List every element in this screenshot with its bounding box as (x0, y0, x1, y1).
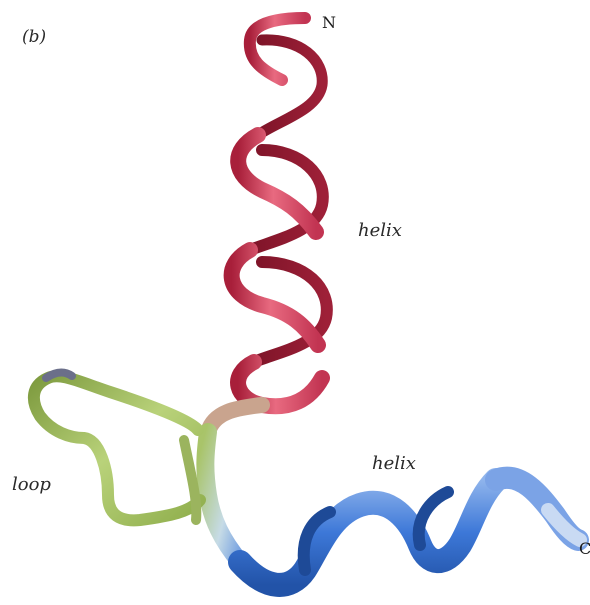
loop-label: loop (12, 474, 51, 495)
loop-ribbon (34, 373, 240, 563)
panel-label: (b) (22, 27, 46, 47)
n-terminus-label: N (322, 13, 336, 32)
helix-label-top: helix (358, 220, 402, 241)
c-terminus-label: C (579, 539, 590, 558)
helix-label-bottom: helix (372, 453, 416, 474)
top-helix-ribbon (208, 18, 327, 432)
bottom-helix-ribbon (240, 478, 580, 585)
